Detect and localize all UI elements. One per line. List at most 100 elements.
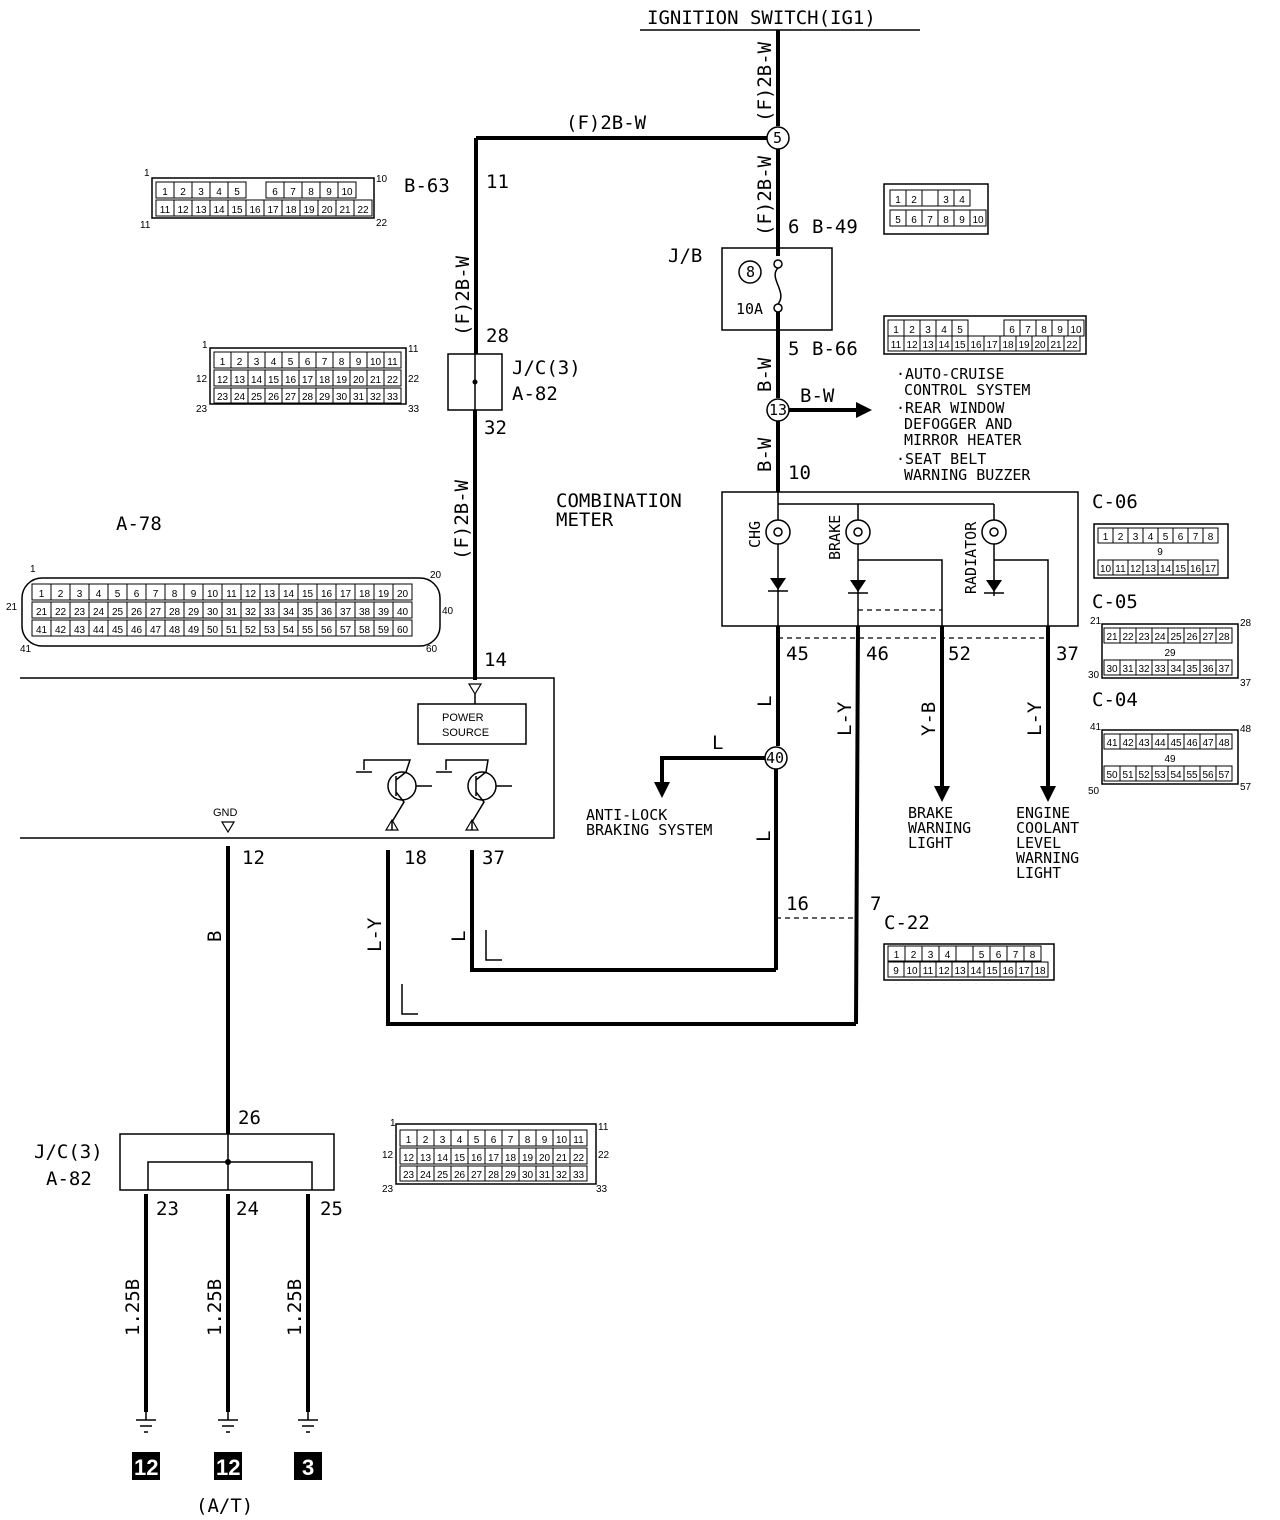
- pin-number: 6: [491, 1135, 497, 1146]
- conn-c06-label: C-06: [1092, 491, 1138, 513]
- pin-corner-label: 60: [426, 644, 438, 655]
- ground-symbol-2-icon: [218, 1412, 238, 1433]
- connector-pin: [569, 1165, 588, 1182]
- conn-c05-label: C-05: [1092, 591, 1138, 613]
- pin-number: 32: [245, 607, 257, 618]
- pin-number: 12: [1130, 564, 1142, 575]
- pin-number: 19: [378, 589, 390, 600]
- ground-point-1: [132, 1452, 160, 1480]
- connector-pin: [1023, 945, 1042, 962]
- term-45: 45: [786, 643, 809, 665]
- pin-number: 8: [1041, 325, 1047, 336]
- pin-number: 26: [454, 1170, 466, 1181]
- connector-pin: [1215, 765, 1233, 782]
- pin-number: 7: [1193, 532, 1199, 543]
- pin-number: 10: [370, 357, 382, 368]
- pin-number: 49: [1164, 754, 1176, 765]
- pin-number: 12: [177, 205, 189, 216]
- pin-number: 2: [911, 950, 917, 961]
- dest-eng-1: ENGINE: [1016, 804, 1070, 822]
- meter-label-2: METER: [556, 509, 614, 531]
- pin-number: 15: [954, 340, 966, 351]
- pin-number: 52: [245, 625, 257, 636]
- wire-label-g1: 1.25B: [122, 1279, 144, 1336]
- power-source-2: SOURCE: [442, 727, 489, 739]
- pin-number: 21: [1106, 632, 1118, 643]
- pin-number: 11: [923, 966, 934, 977]
- connector-pin: [1031, 961, 1049, 978]
- fuse-number-circle: [738, 260, 762, 284]
- pin-number: 10: [972, 215, 984, 226]
- wire-label-f2bw-3: (F)2B-W: [452, 255, 474, 336]
- wire-label-ly-2: L-Y: [1024, 701, 1046, 736]
- pin-number: 53: [264, 625, 276, 636]
- connector-pin: [383, 387, 402, 404]
- pin-number: 1: [895, 195, 901, 206]
- pin-number: 23: [1138, 632, 1150, 643]
- pin-corner-label: 1: [390, 1118, 396, 1129]
- brake-diode-icon: [850, 580, 866, 592]
- chg-lamp-icon: [765, 519, 791, 545]
- pin-number: 8: [1208, 532, 1214, 543]
- connector-pin: [1202, 559, 1219, 576]
- pin-number: 16: [471, 1153, 483, 1164]
- pin-number: 6: [305, 357, 311, 368]
- pin-number: 25: [437, 1170, 449, 1181]
- pin-corner-label: 22: [408, 374, 420, 385]
- pin-corner-label: 48: [1240, 724, 1252, 735]
- pin-number: 32: [1138, 664, 1150, 675]
- connector-pin: [1202, 527, 1219, 544]
- pin-number: 7: [927, 215, 933, 226]
- pin-number: 6: [911, 215, 917, 226]
- pin-number: 28: [488, 1170, 500, 1181]
- pin-number: 55: [302, 625, 314, 636]
- pin-number: 12: [906, 340, 918, 351]
- pin-number: 11: [387, 357, 398, 368]
- jc3-lower-label: J/C(3): [34, 1141, 103, 1163]
- pin-number: 11: [573, 1135, 584, 1146]
- dest-abs-1: ANTI-LOCK: [586, 806, 667, 824]
- pin-number: 24: [1154, 632, 1166, 643]
- wire-label-bw-1: B-W: [754, 357, 776, 392]
- pin-number: 26: [131, 607, 143, 618]
- pin-number: 32: [556, 1170, 568, 1181]
- pin-corner-label: 28: [1240, 618, 1252, 629]
- pin-number: 30: [336, 392, 348, 403]
- pin-number: 2: [911, 195, 917, 206]
- pin-number: 20: [321, 205, 333, 216]
- pin-number: 49: [188, 625, 200, 636]
- wire-label-bw-2: B-W: [754, 437, 776, 472]
- pin-number: 2: [1118, 532, 1124, 543]
- ground-point-3-label: 3: [302, 1455, 314, 1480]
- pin-number: 1: [162, 187, 168, 198]
- pin-number: 45: [112, 625, 124, 636]
- at-note: (A/T): [196, 1495, 253, 1517]
- wire-label-l-1: L: [754, 696, 776, 707]
- dest-defog-1: ·REAR WINDOW: [896, 399, 1005, 417]
- term-6: 6: [788, 216, 799, 238]
- pin-number: 3: [928, 950, 934, 961]
- pin-number: 18: [505, 1153, 517, 1164]
- pin-number: 21: [556, 1153, 568, 1164]
- pin-number: 5: [1163, 532, 1169, 543]
- ground-point-2-label: 12: [216, 1455, 240, 1480]
- wire-label-f2bw-h: (F)2B-W: [566, 112, 647, 134]
- pin-number: 13: [420, 1153, 432, 1164]
- pin-number: 57: [340, 625, 352, 636]
- pin-number: 4: [959, 195, 965, 206]
- pin-number: 21: [370, 375, 382, 386]
- pin-number: 45: [1170, 738, 1182, 749]
- pin-number: 41: [1106, 738, 1118, 749]
- connector-pin: [337, 181, 357, 199]
- pin-number: 15: [986, 966, 998, 977]
- pin-number: 22: [573, 1153, 585, 1164]
- pin-number: 24: [420, 1170, 432, 1181]
- wire-label-g3: 1.25B: [284, 1279, 306, 1336]
- pin-number: 55: [1186, 770, 1198, 781]
- pin-corner-label: 40: [442, 606, 454, 617]
- pin-number: 5: [979, 950, 985, 961]
- radiator-lamp-icon: [981, 519, 1007, 545]
- pin-number: 24: [234, 392, 246, 403]
